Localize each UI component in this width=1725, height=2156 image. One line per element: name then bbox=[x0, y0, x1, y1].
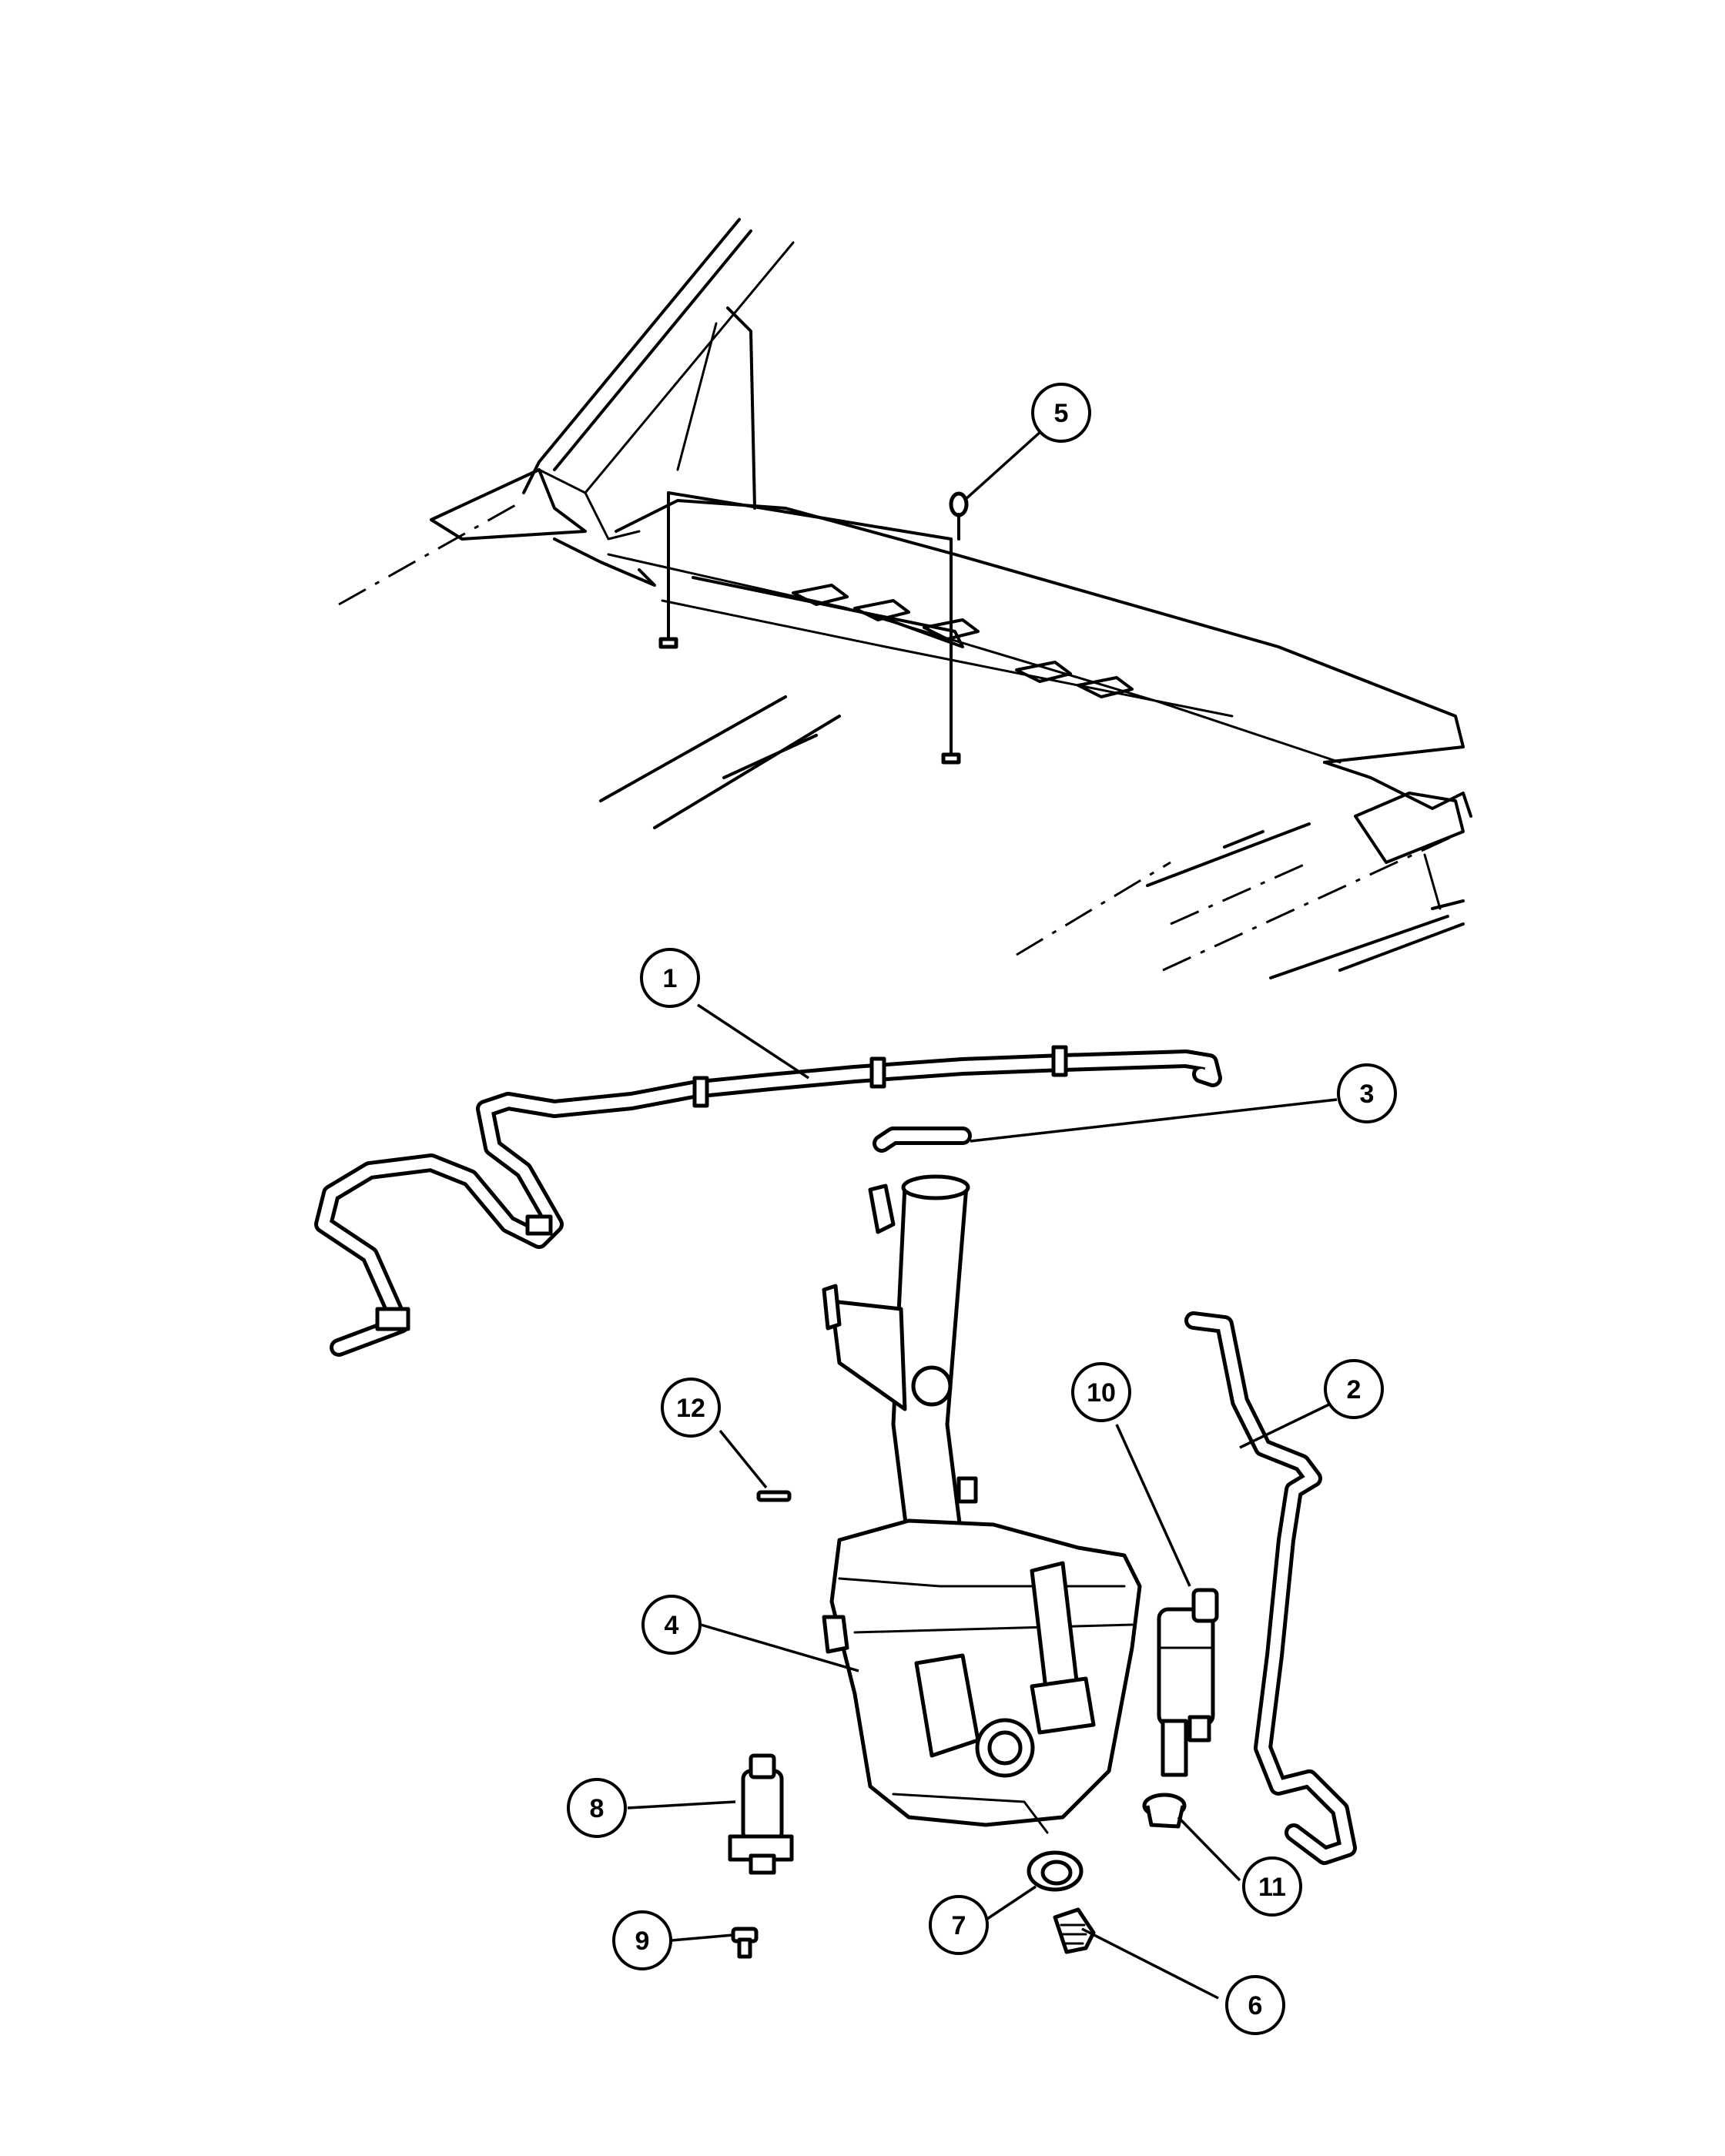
washer-nozzle-part bbox=[949, 491, 969, 541]
washer-hose-part bbox=[314, 1045, 1222, 1357]
callout-5-label: 5 bbox=[1054, 399, 1069, 428]
callout-8: 8 bbox=[567, 1778, 627, 1838]
grommet-part bbox=[1027, 1850, 1084, 1892]
washer-pump-part bbox=[1157, 1588, 1219, 1777]
pump-grommet-part bbox=[1142, 1793, 1187, 1829]
callout-3: 3 bbox=[1337, 1063, 1397, 1123]
callout-9: 9 bbox=[612, 1910, 672, 1970]
callout-12-label: 12 bbox=[676, 1394, 705, 1423]
short-hose-part bbox=[873, 1127, 972, 1153]
callout-11-label: 11 bbox=[1258, 1873, 1286, 1902]
callout-8-label: 8 bbox=[590, 1794, 605, 1823]
callout-2: 2 bbox=[1324, 1359, 1384, 1419]
callout-2-label: 2 bbox=[1347, 1375, 1362, 1404]
callout-9-label: 9 bbox=[635, 1927, 650, 1956]
callout-leaders bbox=[627, 430, 1338, 2000]
hose-part bbox=[1184, 1311, 1357, 1865]
callout-5: 5 bbox=[1031, 383, 1091, 443]
callout-10: 10 bbox=[1071, 1362, 1131, 1422]
callout-6-label: 6 bbox=[1248, 1991, 1263, 2020]
washer-reservoir-part bbox=[822, 1174, 1142, 1834]
screw-part bbox=[731, 1927, 759, 1959]
rear-washer-pump-part bbox=[728, 1753, 794, 1875]
callout-1: 1 bbox=[640, 948, 700, 1008]
callout-7-label: 7 bbox=[952, 1911, 966, 1940]
callout-6: 6 bbox=[1225, 1975, 1285, 2035]
callout-4: 4 bbox=[641, 1595, 702, 1655]
callout-4-label: 4 bbox=[665, 1611, 679, 1640]
callout-1-label: 1 bbox=[663, 964, 678, 993]
callout-11: 11 bbox=[1242, 1856, 1302, 1917]
clip-part bbox=[756, 1490, 792, 1502]
callout-7: 7 bbox=[929, 1895, 989, 1955]
vehicle-cowl-illustration bbox=[338, 218, 1472, 979]
callout-10-label: 10 bbox=[1087, 1378, 1116, 1408]
callout-3-label: 3 bbox=[1360, 1080, 1375, 1109]
callout-12: 12 bbox=[661, 1378, 721, 1438]
seal-part bbox=[1053, 1907, 1096, 1954]
